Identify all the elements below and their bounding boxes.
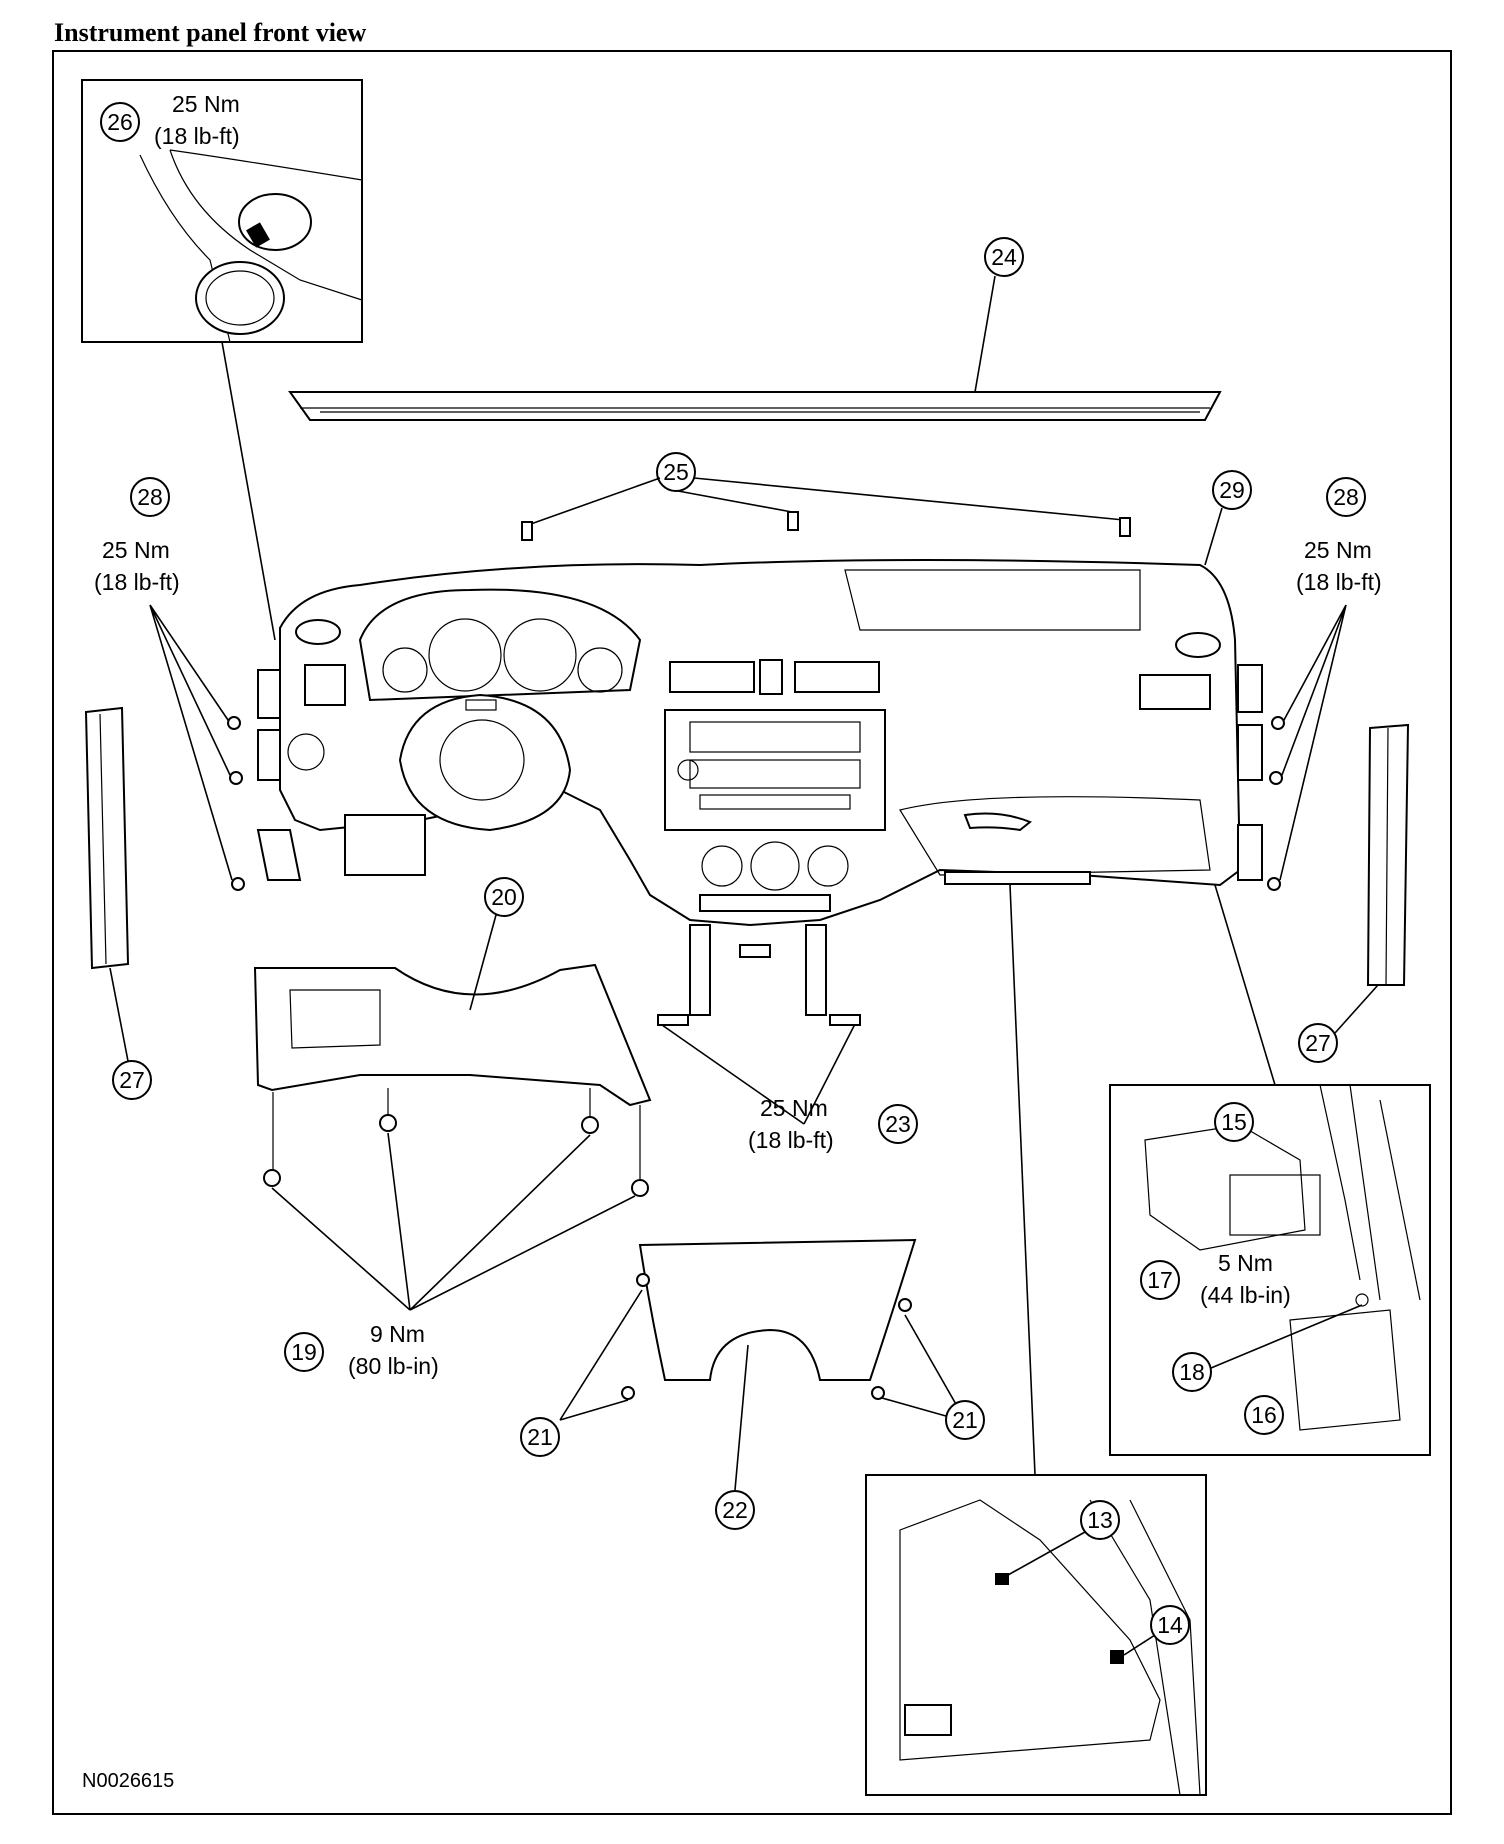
steering-column-opening-cover (253, 963, 652, 1107)
callout-21-right-label: 21 (952, 1407, 978, 1433)
torque-26-lbft: (18 lb-ft) (154, 123, 240, 149)
callout-27-right (1298, 1023, 1338, 1063)
callout-28-left (130, 477, 170, 517)
callout-19-label: 19 (291, 1339, 317, 1365)
screw-21-c (621, 1386, 635, 1400)
inset-glovebox (865, 1474, 1207, 1796)
callout-25 (656, 452, 696, 492)
torque-17-lbin: (44 lb-in) (1200, 1282, 1291, 1308)
bolt-25-a (521, 521, 533, 541)
screw-19-d (631, 1179, 649, 1197)
torque-28l-lbft: (18 lb-ft) (94, 569, 180, 595)
callout-21-left (520, 1417, 560, 1457)
callout-21-left-label: 21 (527, 1424, 553, 1450)
torque-19-nm: 9 Nm (370, 1321, 425, 1347)
torque-28r-nm: 25 Nm (1304, 537, 1372, 563)
figure-code: N0026615 (82, 1770, 175, 1792)
callout-16-label: 16 (1251, 1402, 1277, 1428)
screw-21-b (898, 1298, 912, 1312)
callout-29-label: 29 (1219, 477, 1245, 503)
screw-21-a (636, 1273, 650, 1287)
callout-28-left-label: 28 (137, 484, 163, 510)
diagram-frame (52, 50, 1452, 1815)
bolt-28-r1 (1271, 716, 1285, 730)
callout-15-label: 15 (1221, 1109, 1247, 1135)
torque-19-lbin: (80 lb-in) (348, 1353, 439, 1379)
bolt-28-l1 (227, 716, 241, 730)
bolt-23-left (657, 1014, 689, 1026)
callout-18 (1172, 1352, 1212, 1392)
a-pillar-trim-left (84, 706, 130, 970)
torque-26-nm: 25 Nm (172, 91, 240, 117)
callout-20 (484, 877, 524, 917)
callout-13 (1080, 1500, 1120, 1540)
steering-column-shroud (638, 1238, 917, 1381)
torque-23-nm: 25 Nm (760, 1095, 828, 1121)
a-pillar-trim-right (1366, 723, 1410, 986)
screw-19-a (263, 1169, 281, 1187)
callout-14 (1150, 1605, 1190, 1645)
screw-19-b (379, 1114, 397, 1132)
instrument-panel (256, 559, 1263, 1016)
bolt-23-right (829, 1014, 861, 1026)
bolt-28-l2 (229, 771, 243, 785)
callout-23 (878, 1104, 918, 1144)
page-title: Instrument panel front view (54, 18, 367, 47)
callout-13-label: 13 (1087, 1507, 1113, 1533)
bolt-25-b (787, 511, 799, 531)
bolt-28-l3 (231, 877, 245, 891)
callout-27-right-label: 27 (1305, 1030, 1331, 1056)
callout-27-left (112, 1060, 152, 1100)
callout-25-label: 25 (663, 459, 689, 485)
callout-17 (1140, 1260, 1180, 1300)
callout-14-label: 14 (1157, 1612, 1183, 1638)
callout-15 (1214, 1102, 1254, 1142)
callout-21-right (945, 1400, 985, 1440)
callout-26 (100, 102, 140, 142)
callout-24-label: 24 (991, 244, 1017, 270)
callout-22-label: 22 (722, 1497, 748, 1523)
callout-27-left-label: 27 (119, 1067, 145, 1093)
defroster-grille (288, 391, 1222, 421)
torque-28r-lbft: (18 lb-ft) (1296, 569, 1382, 595)
screw-19-c (581, 1116, 599, 1134)
callout-29 (1212, 470, 1252, 510)
bolt-28-r3 (1267, 877, 1281, 891)
torque-17-nm: 5 Nm (1218, 1250, 1273, 1276)
callout-26-label: 26 (107, 109, 133, 135)
bolt-28-r2 (1269, 771, 1283, 785)
callout-19 (284, 1332, 324, 1372)
callout-16 (1244, 1395, 1284, 1435)
torque-28l-nm: 25 Nm (102, 537, 170, 563)
screw-21-d (871, 1386, 885, 1400)
callout-18-label: 18 (1179, 1359, 1205, 1385)
bolt-25-c (1119, 517, 1131, 537)
callout-28-right-label: 28 (1333, 484, 1359, 510)
callout-20-label: 20 (491, 884, 517, 910)
callout-17-label: 17 (1147, 1267, 1173, 1293)
callout-28-right (1326, 477, 1366, 517)
callout-23-label: 23 (885, 1111, 911, 1137)
torque-23-lbft: (18 lb-ft) (748, 1127, 834, 1153)
callout-24 (984, 237, 1024, 277)
callout-22 (715, 1490, 755, 1530)
